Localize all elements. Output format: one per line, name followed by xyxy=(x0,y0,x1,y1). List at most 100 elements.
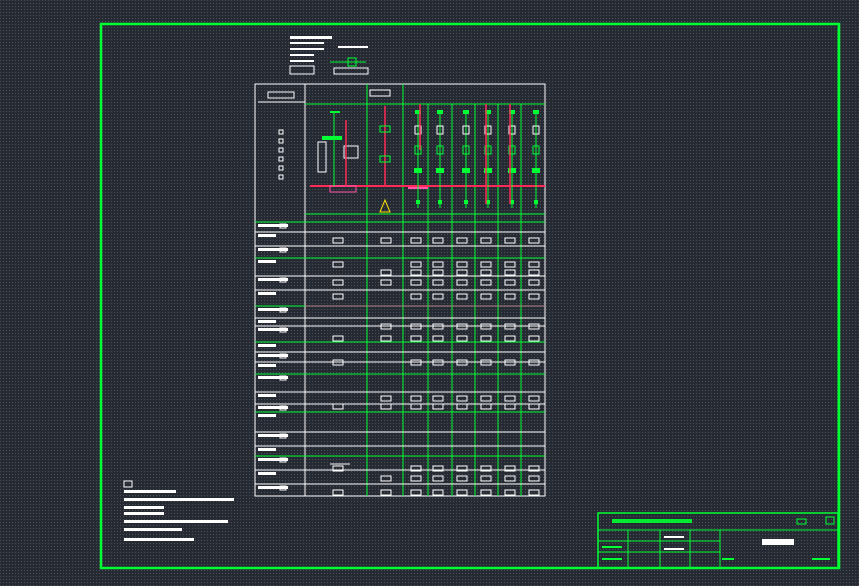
table-cell-value xyxy=(504,237,516,244)
table-cell-value xyxy=(410,465,422,472)
table-cell-value xyxy=(528,279,540,286)
table-cell-value xyxy=(504,279,516,286)
header-bar xyxy=(290,36,332,39)
table-cell-value xyxy=(456,465,468,472)
table-cell-value xyxy=(432,279,444,286)
table-cell-value xyxy=(432,293,444,300)
table-cell-value xyxy=(528,403,540,410)
table-cell-value xyxy=(480,237,492,244)
table-cell-value xyxy=(332,279,344,286)
parameter-table xyxy=(255,221,545,496)
table-cell-value xyxy=(456,489,468,496)
table-cell-value xyxy=(380,279,392,286)
feeder-2 xyxy=(436,110,444,208)
table-cell-value xyxy=(410,269,422,276)
row-label xyxy=(258,260,276,263)
table-cell-value xyxy=(528,269,540,276)
row-label xyxy=(258,364,276,367)
row-label xyxy=(258,486,288,489)
table-cell-value xyxy=(432,269,444,276)
circuit-marker xyxy=(278,129,284,135)
table-cell-value xyxy=(332,465,344,472)
table-cell-value xyxy=(480,395,492,402)
table-cell-value xyxy=(432,261,444,268)
table-cell-value xyxy=(380,395,392,402)
table-cell-value xyxy=(480,323,492,330)
table-cell-value xyxy=(432,323,444,330)
table-cell-value xyxy=(410,359,422,366)
table-cell-value xyxy=(380,323,392,330)
row-label xyxy=(258,224,288,227)
table-cell-value xyxy=(332,293,344,300)
feeder-3 xyxy=(462,110,470,208)
table-cell-value xyxy=(410,335,422,342)
frame-outer xyxy=(99,22,841,570)
notes-legend xyxy=(123,480,234,541)
row-label xyxy=(258,394,276,397)
feeder-6 xyxy=(532,110,540,208)
table-cell-value xyxy=(504,269,516,276)
table-cell-value xyxy=(432,489,444,496)
row-label xyxy=(258,406,288,409)
table-cell-value xyxy=(410,279,422,286)
feeder-5 xyxy=(508,110,516,208)
table-cell-value xyxy=(480,475,492,482)
table-cell-value xyxy=(504,475,516,482)
table-cell-value xyxy=(456,475,468,482)
table-cell-value xyxy=(480,293,492,300)
table-cell-value xyxy=(480,261,492,268)
table-cell-value xyxy=(480,279,492,286)
table-cell-value xyxy=(528,489,540,496)
table-cell-value xyxy=(380,489,392,496)
table-cell-value xyxy=(504,395,516,402)
table-cell-value xyxy=(410,323,422,330)
row-label xyxy=(258,248,288,251)
table-cell-value xyxy=(332,359,344,366)
ground-symbol xyxy=(379,198,391,213)
table-cell-value xyxy=(456,403,468,410)
table-cell-value xyxy=(456,323,468,330)
table-cell-value xyxy=(504,293,516,300)
table-cell-value xyxy=(528,323,540,330)
table-cell-value xyxy=(504,465,516,472)
table-cell-value xyxy=(528,359,540,366)
single-line-diagram xyxy=(305,89,545,215)
table-cell-value xyxy=(410,475,422,482)
row-label xyxy=(258,354,288,357)
table-cell-value xyxy=(528,261,540,268)
circuit-marker xyxy=(278,165,284,171)
feeder-1 xyxy=(414,110,422,208)
row-label xyxy=(258,414,276,417)
circuit-labels xyxy=(278,129,284,180)
table-cell-value xyxy=(504,335,516,342)
table-cell-value xyxy=(380,475,392,482)
row-label xyxy=(258,278,288,281)
feeder-4 xyxy=(484,110,492,208)
table-cell-value xyxy=(332,489,344,496)
table-cell-value xyxy=(456,269,468,276)
outgoing-feeders xyxy=(414,104,540,208)
table-cell-value xyxy=(432,395,444,402)
circuit-marker xyxy=(278,147,284,153)
table-cell-value xyxy=(528,465,540,472)
table-cell-value xyxy=(410,237,422,244)
circuit-marker xyxy=(278,138,284,144)
table-cell-value xyxy=(504,323,516,330)
table-cell-value xyxy=(380,335,392,342)
table-cell-value xyxy=(410,395,422,402)
table-cell-value xyxy=(380,269,392,276)
sheet-border xyxy=(99,22,841,570)
table-cell-value xyxy=(456,237,468,244)
table-cell-value xyxy=(432,237,444,244)
table-cell-value xyxy=(456,359,468,366)
circuit-marker xyxy=(278,174,284,180)
table-cell-value xyxy=(332,237,344,244)
table-cell-value xyxy=(332,403,344,410)
table-cell-value xyxy=(480,269,492,276)
row-label xyxy=(258,328,288,331)
table-cell-value xyxy=(432,359,444,366)
table-cell-value xyxy=(480,335,492,342)
table-cell-value xyxy=(432,475,444,482)
